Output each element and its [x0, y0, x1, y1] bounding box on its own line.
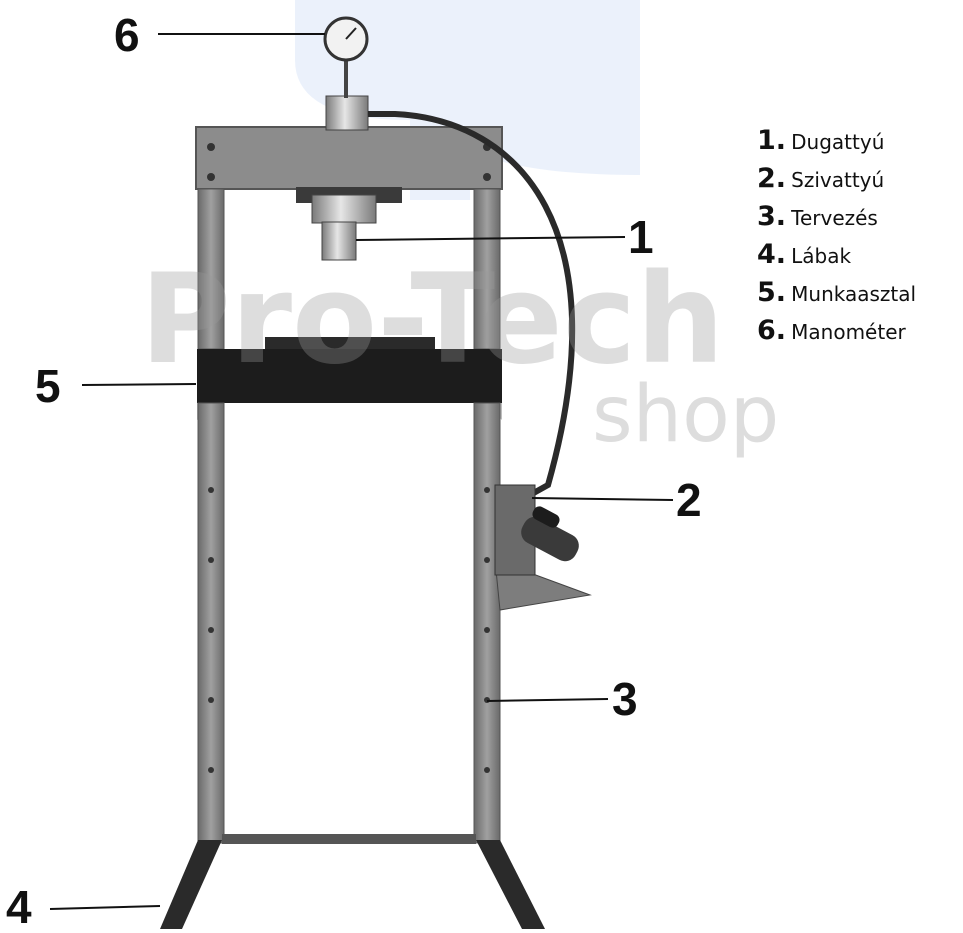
- callout-1: 1: [628, 211, 654, 263]
- legend-item: 6. Manométer: [757, 312, 916, 350]
- bolt: [207, 173, 215, 181]
- pump-handle: [521, 516, 579, 562]
- legend-label: Tervezés: [791, 206, 878, 230]
- legend-number: 1.: [757, 125, 787, 156]
- watermark-brand: Pro-Tech: [140, 248, 725, 392]
- callout-6: 6: [114, 9, 140, 61]
- bolt: [483, 173, 491, 181]
- right-leg: [476, 840, 545, 929]
- legend-item: 5. Munkaasztal: [757, 274, 916, 312]
- right-lower-post: [473, 402, 501, 844]
- cylinder-housing: [311, 194, 377, 224]
- legend-number: 4.: [757, 239, 787, 270]
- left-lower-post: [197, 402, 225, 844]
- callout-5: 5: [35, 360, 61, 412]
- callout-leader-lines: [49, 33, 674, 910]
- legend-item: 3. Tervezés: [757, 198, 916, 236]
- left-upper-post: [197, 188, 225, 350]
- legend-item: 4. Lábak: [757, 236, 916, 274]
- post-holes: [208, 487, 490, 773]
- callout-3: 3: [612, 673, 638, 725]
- legend-label: Dugattyú: [791, 130, 885, 154]
- work-plate: [265, 337, 435, 351]
- callout-4: 4: [6, 881, 32, 933]
- bolt: [207, 143, 215, 151]
- legend-label: Szivattyú: [791, 168, 885, 192]
- legend-number: 5.: [757, 277, 787, 308]
- right-upper-post: [473, 188, 501, 350]
- legend-number: 2.: [757, 163, 787, 194]
- gauge-needle: [345, 27, 357, 40]
- watermark-sub: shop: [592, 370, 780, 460]
- cylinder-top: [325, 95, 369, 131]
- legend-label: Lábak: [791, 244, 852, 268]
- piston-rod: [321, 221, 357, 261]
- hydraulic-hose: [368, 111, 576, 498]
- legend-label: Munkaasztal: [791, 282, 917, 306]
- legend-label: Manométer: [791, 320, 906, 344]
- legend-number: 3.: [757, 201, 787, 232]
- legend-number: 6.: [757, 315, 787, 346]
- pump-grip: [532, 506, 560, 528]
- legend-item: 2. Szivattyú: [757, 160, 916, 198]
- callout-2: 2: [676, 474, 702, 526]
- legend-item: 1. Dugattyú: [757, 122, 916, 160]
- work-table: [197, 349, 502, 403]
- left-leg: [160, 840, 222, 929]
- watermark-logo-shape: [295, 0, 640, 200]
- top-crossbeam: [195, 126, 503, 190]
- parts-legend: 1. Dugattyú 2. Szivattyú 3. Tervezés 4. …: [757, 122, 916, 350]
- bottom-crossbar: [222, 834, 476, 844]
